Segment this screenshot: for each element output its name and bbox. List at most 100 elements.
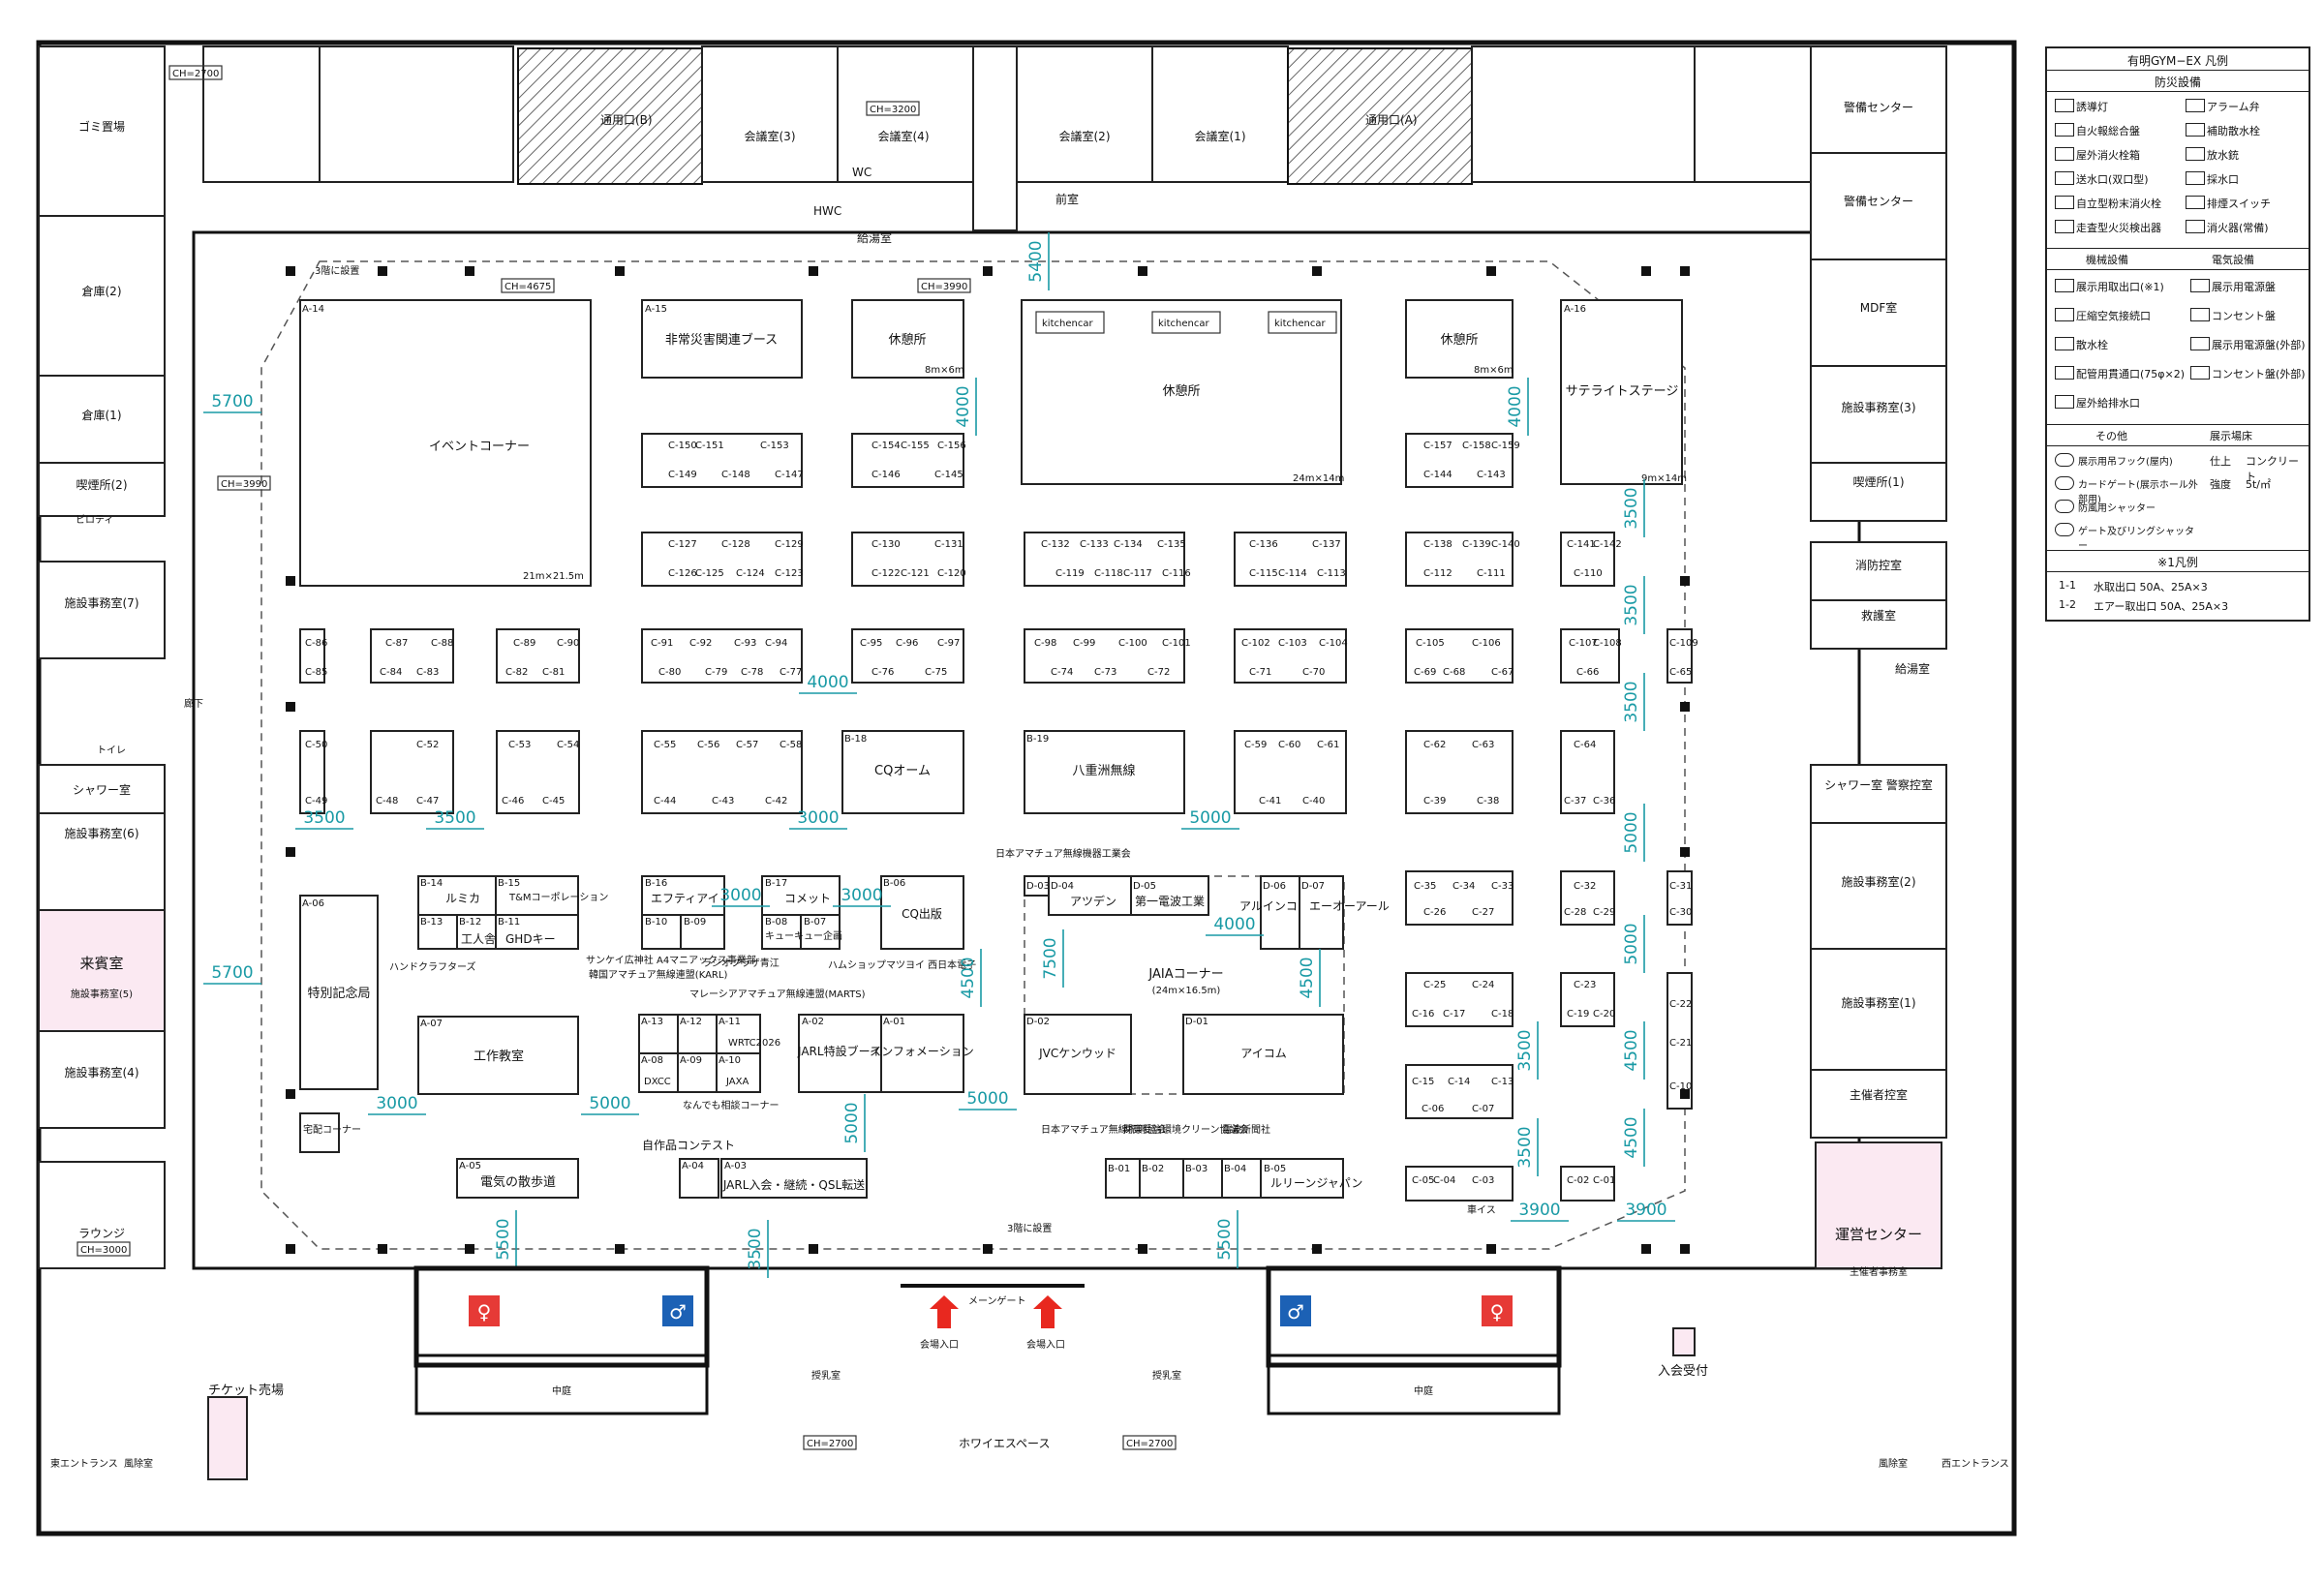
booth-label[interactable]: C-46: [502, 796, 524, 806]
booth-a-04[interactable]: A-04: [679, 1158, 719, 1199]
booth-label[interactable]: C-69: [1414, 667, 1436, 678]
booth-label[interactable]: C-130: [872, 539, 901, 550]
booth-label[interactable]: C-03: [1472, 1175, 1494, 1186]
booth-label[interactable]: C-107: [1569, 638, 1598, 649]
booth-label[interactable]: C-94: [765, 638, 787, 649]
booth-label[interactable]: C-48: [376, 796, 398, 806]
booth-label[interactable]: C-83: [416, 667, 439, 678]
booth-label[interactable]: C-31: [1669, 881, 1692, 892]
booth-label[interactable]: C-118: [1094, 568, 1123, 579]
booth-label[interactable]: C-150: [668, 441, 697, 451]
booth-label[interactable]: C-136: [1249, 539, 1278, 550]
booth-label[interactable]: C-132: [1041, 539, 1070, 550]
booth-label[interactable]: C-07: [1472, 1104, 1494, 1114]
booth-label[interactable]: C-125: [695, 568, 724, 579]
booth-label[interactable]: C-58: [780, 740, 802, 750]
booth-label[interactable]: C-116: [1162, 568, 1191, 579]
booth-label[interactable]: C-18: [1491, 1009, 1514, 1019]
booth-label[interactable]: C-71: [1249, 667, 1271, 678]
booth-label[interactable]: C-68: [1443, 667, 1465, 678]
booth-label[interactable]: C-64: [1574, 740, 1596, 750]
booth-label[interactable]: C-144: [1423, 470, 1452, 480]
booth-label[interactable]: C-159: [1491, 441, 1520, 451]
booth-label[interactable]: C-74: [1051, 667, 1073, 678]
booth-label[interactable]: C-89: [513, 638, 535, 649]
booth-label[interactable]: C-45: [542, 796, 565, 806]
booth-label[interactable]: C-21: [1669, 1038, 1692, 1049]
booth-a-14[interactable]: [299, 299, 592, 587]
booth-label[interactable]: C-111: [1477, 568, 1506, 579]
booth-label[interactable]: C-73: [1094, 667, 1116, 678]
booth-label[interactable]: C-106: [1472, 638, 1501, 649]
booth-label[interactable]: C-13: [1491, 1077, 1514, 1087]
booth-label[interactable]: C-155: [901, 441, 930, 451]
booth-label[interactable]: C-37: [1564, 796, 1586, 806]
booth-label[interactable]: C-55: [654, 740, 676, 750]
booth-label[interactable]: C-54: [557, 740, 579, 750]
booth-label[interactable]: C-47: [416, 796, 439, 806]
booth-label[interactable]: C-123: [775, 568, 804, 579]
booth-label[interactable]: C-117: [1123, 568, 1152, 579]
booth-label[interactable]: C-23: [1574, 980, 1596, 990]
booth-label[interactable]: C-133: [1080, 539, 1109, 550]
booth-label[interactable]: C-52: [416, 740, 439, 750]
booth-label[interactable]: C-145: [934, 470, 963, 480]
booth-label[interactable]: C-138: [1423, 539, 1452, 550]
booth-label[interactable]: C-120: [937, 568, 966, 579]
booth-a-15[interactable]: [641, 299, 803, 379]
booth-label[interactable]: C-131: [934, 539, 963, 550]
booth-label[interactable]: C-146: [872, 470, 901, 480]
booth-label[interactable]: C-129: [775, 539, 804, 550]
booth-label[interactable]: C-26: [1423, 907, 1446, 918]
booth-label[interactable]: C-36: [1593, 796, 1615, 806]
booth-label[interactable]: C-82: [505, 667, 528, 678]
booth-label[interactable]: C-158: [1462, 441, 1491, 451]
booth-label[interactable]: C-140: [1491, 539, 1520, 550]
booth-label[interactable]: C-127: [668, 539, 697, 550]
booth-label[interactable]: C-143: [1477, 470, 1506, 480]
booth-label[interactable]: C-124: [736, 568, 765, 579]
booth-label[interactable]: C-86: [305, 638, 327, 649]
booth-label[interactable]: C-14: [1448, 1077, 1470, 1087]
booth-label[interactable]: C-126: [668, 568, 697, 579]
booth-label[interactable]: C-113: [1317, 568, 1346, 579]
booth-label[interactable]: C-87: [385, 638, 408, 649]
booth-label[interactable]: C-153: [760, 441, 789, 451]
booth-label[interactable]: C-35: [1414, 881, 1436, 892]
booth-label[interactable]: C-109: [1669, 638, 1698, 649]
booth-label[interactable]: C-110: [1574, 568, 1603, 579]
booth-label[interactable]: C-128: [721, 539, 750, 550]
booth-label[interactable]: C-16: [1412, 1009, 1434, 1019]
booth-label[interactable]: C-05: [1412, 1175, 1434, 1186]
booth-label[interactable]: C-157: [1423, 441, 1452, 451]
booth-label[interactable]: C-41: [1259, 796, 1281, 806]
booth-label[interactable]: C-112: [1423, 568, 1452, 579]
booth-label[interactable]: C-95: [860, 638, 882, 649]
booth-label[interactable]: C-88: [431, 638, 453, 649]
booth-label[interactable]: C-67: [1491, 667, 1514, 678]
booth-label[interactable]: C-01: [1593, 1175, 1615, 1186]
booth-label[interactable]: C-15: [1412, 1077, 1434, 1087]
booth-label[interactable]: C-154: [872, 441, 901, 451]
booth-label[interactable]: C-114: [1278, 568, 1307, 579]
booth-label[interactable]: C-25: [1423, 980, 1446, 990]
booth-label[interactable]: C-20: [1593, 1009, 1615, 1019]
booth-label[interactable]: C-43: [712, 796, 734, 806]
booth-label[interactable]: C-44: [654, 796, 676, 806]
booth-label[interactable]: C-105: [1416, 638, 1445, 649]
booth-label[interactable]: C-39: [1423, 796, 1446, 806]
booth-label[interactable]: C-49: [305, 796, 327, 806]
booth-label[interactable]: C-56: [697, 740, 719, 750]
booth-label[interactable]: C-72: [1147, 667, 1170, 678]
booth-label[interactable]: C-32: [1574, 881, 1596, 892]
booth-label[interactable]: C-134: [1114, 539, 1143, 550]
booth-label[interactable]: C-42: [765, 796, 787, 806]
booth-label[interactable]: C-85: [305, 667, 327, 678]
booth-label[interactable]: C-38: [1477, 796, 1499, 806]
booth-label[interactable]: C-149: [668, 470, 697, 480]
booth-label[interactable]: C-119: [1055, 568, 1085, 579]
booth-label[interactable]: C-98: [1034, 638, 1056, 649]
